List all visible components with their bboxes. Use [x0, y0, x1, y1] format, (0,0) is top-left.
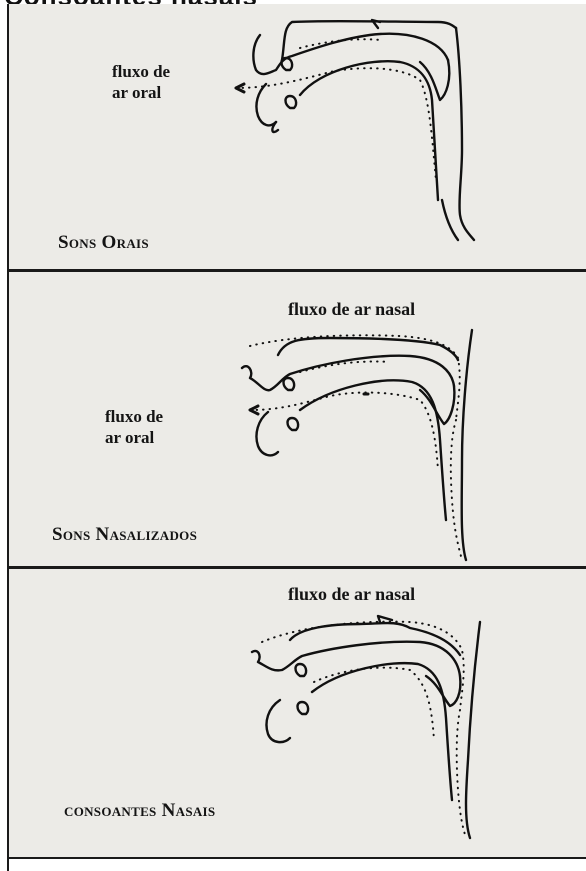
frame-left-border [7, 4, 9, 871]
caption-nasal-consonants: consoantes Nasais [64, 800, 215, 821]
frame-bottom-border [8, 857, 586, 859]
